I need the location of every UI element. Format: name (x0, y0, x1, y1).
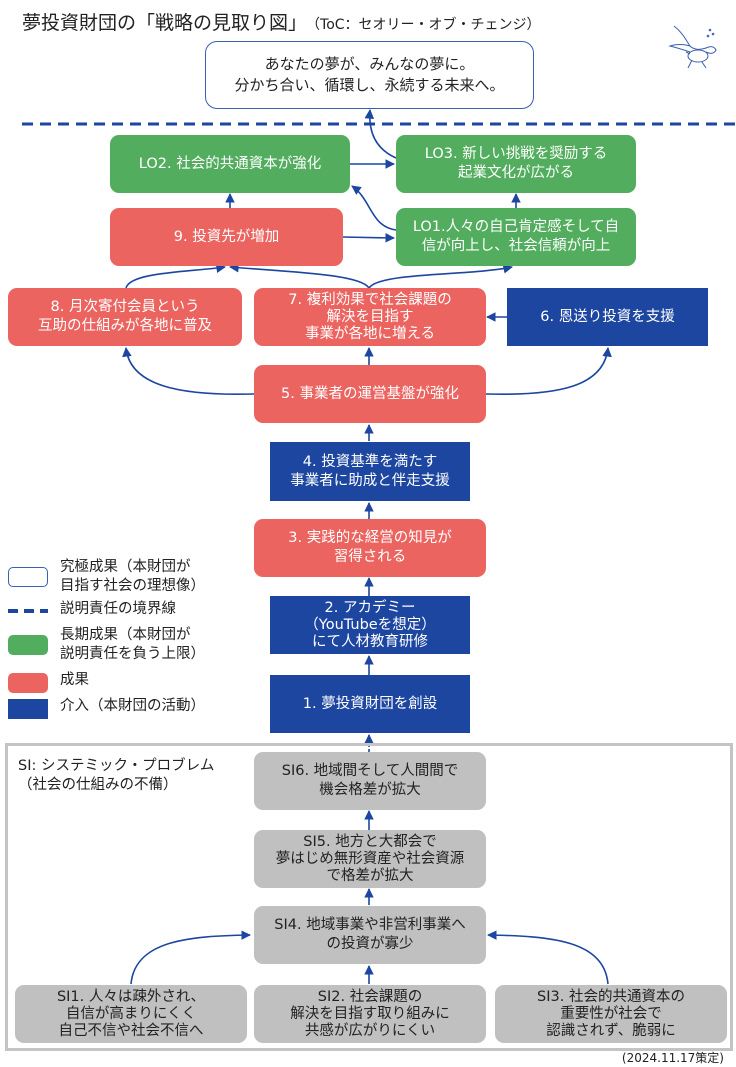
legend-label: 長期成果（本財団が 説明責任を負う上限） (60, 627, 205, 662)
title-main: 夢投資財団の「戦略の見取り図」 (22, 12, 308, 34)
legend-swatch-red (8, 673, 48, 693)
arrow-n7-to-n9 (229, 262, 370, 289)
legend-swatch-white (8, 567, 48, 587)
legend-long-term-outcome: 長期成果（本財団が 説明責任を負う上限） (8, 626, 205, 664)
arrow-n5-to-n6 (485, 347, 612, 396)
sea-turtle-with-wings-icon (668, 25, 717, 69)
outcome-9-box: 9. 投資先が増加 (110, 208, 343, 266)
arrow-n7-to-lo1 (368, 264, 513, 289)
si1-box: SI1. 人々は疎外され、 自信が高まりにくく 自己不信や社会不信へ (15, 985, 247, 1043)
si4-box: SI4. 地域事業や非営利事業へ の投資が寡少 (254, 906, 486, 964)
arrow-n9-to-lo1 (342, 233, 395, 243)
intervention-4-box: 4. 投資基準を満たす 事業者に助成と伴走支援 (270, 442, 470, 501)
lo2-box: LO2. 社会的共通資本が強化 (110, 135, 350, 193)
systemic-problem-frame (5, 743, 733, 1051)
lo1-box: LO1.人々の自己肯定感そして自 信が向上し、社会信頼が向上 (396, 208, 636, 266)
intervention-6-box: 6. 恩送り投資を支援 (507, 288, 708, 346)
legend-swatch-dashed-line (8, 609, 48, 613)
legend-label: 介入（本財団の活動） (60, 698, 205, 714)
title-subtitle: （ToC：セオリー・オブ・チェンジ） (313, 17, 541, 33)
lo3-box: LO3. 新しい挑戦を奨励する 起業文化が広がる (396, 135, 636, 193)
legend-ultimate-outcome: 究極成果（本財団が 目指す社会の理想像） (8, 558, 205, 596)
si5-box: SI5. 地方と大都会で 夢はじめ無形資産や社会資源 で格差が拡大 (254, 830, 486, 888)
intervention-1-box: 1. 夢投資財団を創設 (270, 675, 470, 733)
ultimate-outcome-vision: あなたの夢が、みんなの夢に。 分かち合い、循環し、永続する未来へ。 (205, 41, 534, 109)
si6-box: SI6. 地域間そして人間間で 機会格差が拡大 (254, 752, 486, 810)
intervention-2-box: 2. アカデミー （YouTubeを想定） にて人材教育研修 (270, 596, 470, 654)
legend-outcome: 成果 (8, 671, 89, 693)
arrow-lo1-to-lo2 (351, 185, 397, 231)
outcome-7-box: 7. 複利効果で社会課題の 解決を目指す 事業が各地に増える (254, 288, 486, 346)
legend-intervention: 介入（本財団の活動） (8, 697, 205, 719)
arrow-lo3-to-vision (364, 109, 397, 159)
legend-swatch-blue (8, 699, 48, 719)
legend-boundary: 説明責任の境界線 (8, 600, 176, 619)
si2-box: SI2. 社会課題の 解決を目指す取り組みに 共感が広がりにくい (254, 985, 486, 1043)
legend-swatch-green (8, 635, 48, 655)
legend-label: 説明責任の境界線 (60, 601, 176, 617)
outcome-3-box: 3. 実践的な経営の知見が 習得される (254, 519, 486, 577)
arrow-n8-to-n9 (125, 263, 226, 289)
page-title: 夢投資財団の「戦略の見取り図」 （ToC：セオリー・オブ・チェンジ） (22, 8, 541, 35)
si3-box: SI3. 社会的共通資本の 重要性が社会で 認識されず、脆弱に (495, 985, 727, 1043)
outcome-8-box: 8. 月次寄付会員という 互助の仕組みが各地に普及 (8, 288, 242, 346)
systemic-problem-label: SI: システミック・プロブレム （社会の仕組みの不備） (18, 758, 215, 793)
legend-label: 成果 (60, 672, 89, 688)
arrow-n5-to-n8 (122, 347, 255, 396)
legend-label: 究極成果（本財団が 目指す社会の理想像） (60, 559, 205, 594)
strategy-date: (2024.11.17策定) (621, 1051, 724, 1065)
outcome-5-box: 5. 事業者の運営基盤が強化 (254, 365, 486, 423)
